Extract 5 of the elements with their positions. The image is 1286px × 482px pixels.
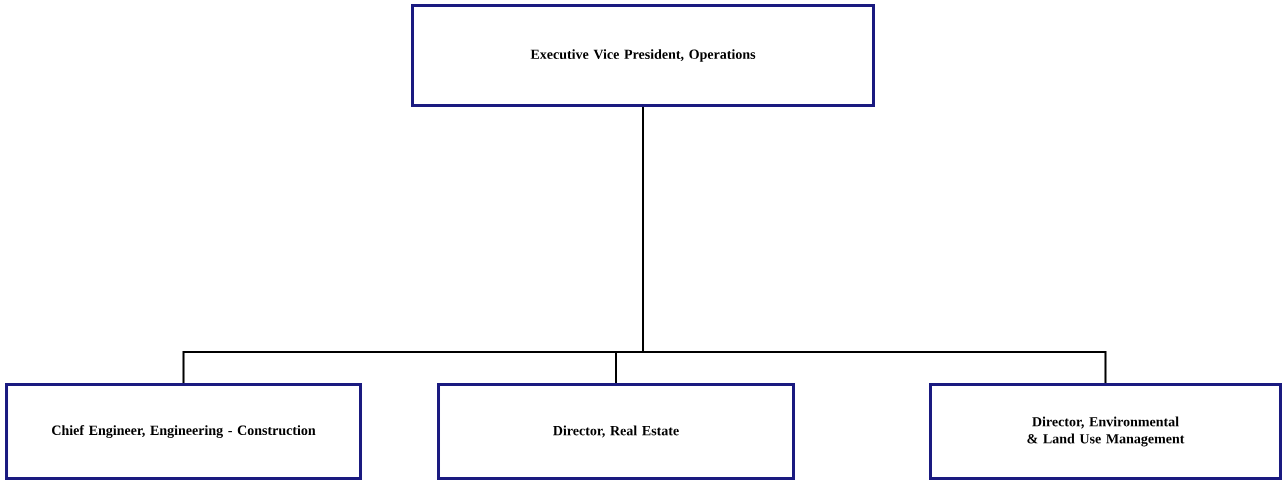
title-box: Director, Real Estate xyxy=(437,383,795,480)
connector-line xyxy=(642,106,1107,384)
title-box: Executive Vice President, Operations xyxy=(411,4,875,107)
title-box: Director, Environmental & Land Use Management xyxy=(929,383,1282,480)
title-box: Chief Engineer, Engineering - Construction xyxy=(5,383,362,480)
